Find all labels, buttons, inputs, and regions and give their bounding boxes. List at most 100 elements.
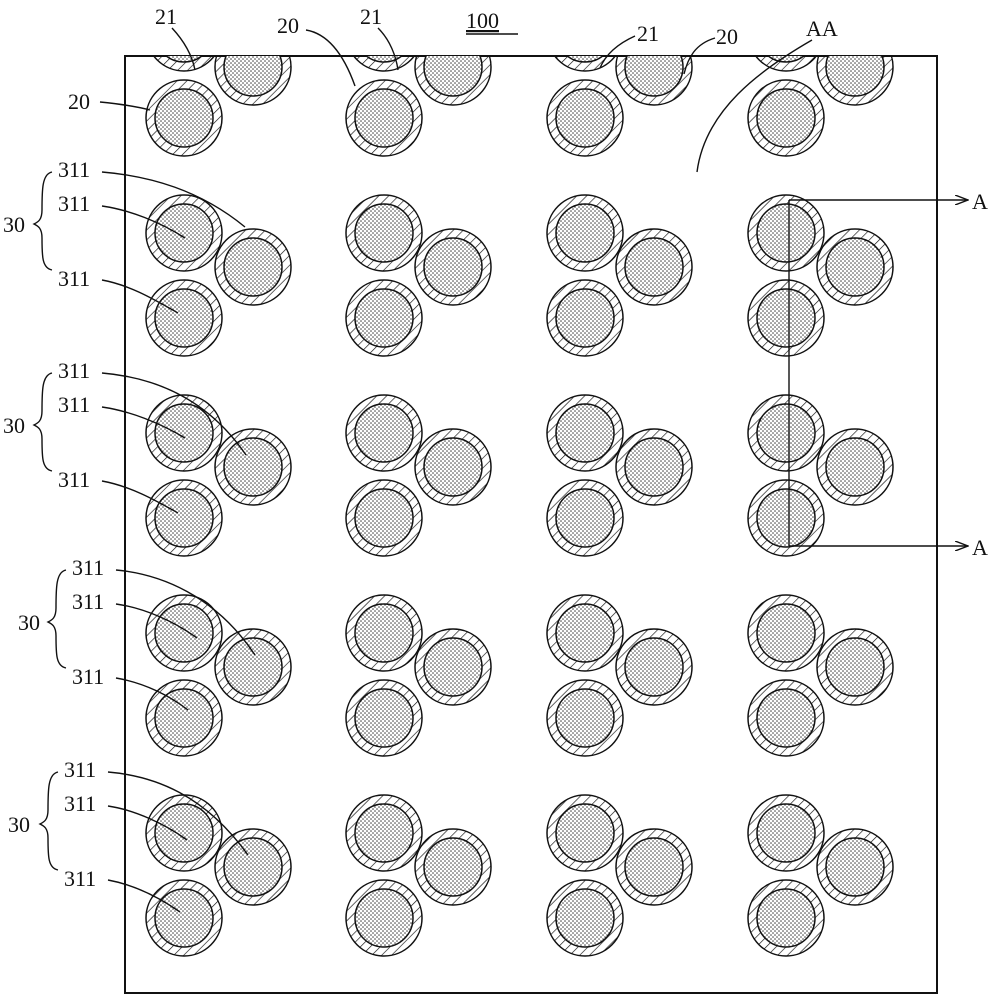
subpixel bbox=[155, 889, 213, 947]
subpixel bbox=[826, 638, 884, 696]
subpixel bbox=[424, 238, 482, 296]
pixel-group bbox=[146, 795, 291, 956]
panel-label: AA bbox=[806, 16, 838, 41]
label-311-row3-c: 311 bbox=[58, 467, 90, 492]
pixel-group bbox=[748, 195, 893, 356]
pixel-group-array bbox=[146, 0, 893, 956]
subpixel bbox=[625, 838, 683, 896]
subpixel bbox=[556, 4, 614, 62]
subpixel bbox=[757, 289, 815, 347]
subpixel bbox=[556, 404, 614, 462]
pixel-group bbox=[146, 395, 291, 556]
subpixel bbox=[826, 438, 884, 496]
subpixel bbox=[355, 889, 413, 947]
label-30-row5: 30 bbox=[8, 812, 30, 837]
pixel-group bbox=[146, 195, 291, 356]
pixel-group bbox=[748, 395, 893, 556]
subpixel bbox=[224, 838, 282, 896]
label-311-row4-c: 311 bbox=[72, 664, 104, 689]
subpixel bbox=[556, 489, 614, 547]
label-311-row2-a: 311 bbox=[58, 157, 90, 182]
subpixel bbox=[355, 689, 413, 747]
subpixel bbox=[155, 289, 213, 347]
subpixel bbox=[355, 404, 413, 462]
subpixel bbox=[424, 38, 482, 96]
subpixel bbox=[826, 838, 884, 896]
subpixel bbox=[224, 438, 282, 496]
subpixel bbox=[625, 638, 683, 696]
label-311-row4-b: 311 bbox=[72, 589, 104, 614]
label-21-col1: 21 bbox=[155, 4, 177, 29]
subpixel bbox=[556, 289, 614, 347]
subpixel bbox=[355, 604, 413, 662]
label-30-row3: 30 bbox=[3, 413, 25, 438]
label-311-row4-a: 311 bbox=[72, 555, 104, 580]
subpixel bbox=[424, 838, 482, 896]
pixel-group bbox=[547, 395, 692, 556]
subpixel bbox=[224, 38, 282, 96]
subpixel bbox=[757, 604, 815, 662]
label-311-row5-a: 311 bbox=[64, 757, 96, 782]
subpixel bbox=[355, 804, 413, 862]
label-21-col3: 21 bbox=[637, 21, 659, 46]
subpixel bbox=[424, 638, 482, 696]
pixel-group bbox=[346, 595, 491, 756]
label-20-col3: 20 bbox=[716, 24, 738, 49]
pixel-group bbox=[346, 795, 491, 956]
pixel-group bbox=[346, 395, 491, 556]
subpixel bbox=[355, 289, 413, 347]
label-311-row3-a: 311 bbox=[58, 358, 90, 383]
section-label-bottom: A bbox=[972, 535, 988, 560]
subpixel bbox=[155, 489, 213, 547]
label-21-col2: 21 bbox=[360, 4, 382, 29]
figure-title: 100 bbox=[466, 8, 499, 33]
subpixel bbox=[155, 404, 213, 462]
subpixel bbox=[757, 689, 815, 747]
subpixel bbox=[355, 204, 413, 262]
pixel-group bbox=[547, 595, 692, 756]
subpixel bbox=[625, 38, 683, 96]
subpixel bbox=[155, 204, 213, 262]
subpixel bbox=[556, 604, 614, 662]
label-311-row2-b: 311 bbox=[58, 191, 90, 216]
label-30-row2: 30 bbox=[3, 212, 25, 237]
subpixel bbox=[155, 604, 213, 662]
label-311-row3-b: 311 bbox=[58, 392, 90, 417]
subpixel bbox=[757, 89, 815, 147]
subpixel bbox=[224, 238, 282, 296]
subpixel bbox=[556, 204, 614, 262]
pixel-group bbox=[748, 595, 893, 756]
label-311-row5-b: 311 bbox=[64, 791, 96, 816]
label-30-row4: 30 bbox=[18, 610, 40, 635]
pixel-group bbox=[547, 0, 692, 156]
subpixel bbox=[155, 89, 213, 147]
subpixel bbox=[757, 204, 815, 262]
subpixel bbox=[556, 689, 614, 747]
subpixel bbox=[625, 438, 683, 496]
subpixel bbox=[826, 38, 884, 96]
subpixel bbox=[757, 404, 815, 462]
subpixel bbox=[556, 89, 614, 147]
subpixel bbox=[757, 889, 815, 947]
subpixel bbox=[155, 689, 213, 747]
subpixel bbox=[155, 804, 213, 862]
pixel-group bbox=[748, 795, 893, 956]
section-label-top: A bbox=[972, 189, 988, 214]
pixel-group bbox=[547, 195, 692, 356]
subpixel bbox=[424, 438, 482, 496]
pixel-group bbox=[547, 795, 692, 956]
subpixel bbox=[556, 889, 614, 947]
label-20-left: 20 bbox=[68, 89, 90, 114]
subpixel bbox=[556, 804, 614, 862]
label-311-row2-c: 311 bbox=[58, 266, 90, 291]
label-20-top-col2: 20 bbox=[277, 13, 299, 38]
subpixel bbox=[826, 238, 884, 296]
subpixel bbox=[355, 489, 413, 547]
subpixel bbox=[355, 89, 413, 147]
label-311-row5-c: 311 bbox=[64, 866, 96, 891]
pixel-group bbox=[146, 595, 291, 756]
subpixel bbox=[757, 489, 815, 547]
pixel-group bbox=[346, 195, 491, 356]
subpixel bbox=[757, 804, 815, 862]
